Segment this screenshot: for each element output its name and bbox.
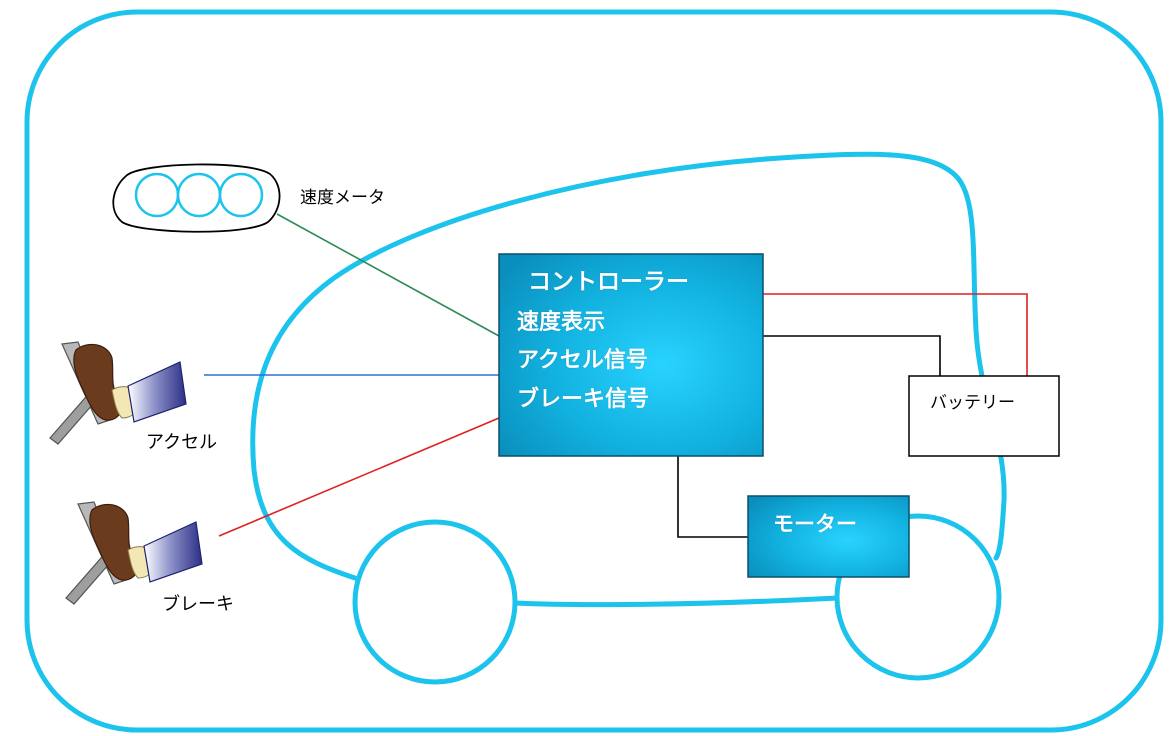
battery-power-wire <box>763 293 1028 376</box>
brake-label: ブレーキ <box>162 594 234 615</box>
outer-frame <box>24 9 1164 733</box>
battery-box <box>908 375 1060 457</box>
motor-wire <box>677 456 748 538</box>
speedometer-icon <box>112 163 281 233</box>
motor-box <box>747 495 910 578</box>
battery-control-wire <box>763 335 941 376</box>
motor-label: モーター <box>773 512 857 536</box>
controller-line-accel: アクセル信号 <box>517 348 648 373</box>
speedometer-label: 速度メータ <box>300 188 385 208</box>
brake-wire <box>218 417 500 537</box>
rear-wheel <box>352 519 518 685</box>
controller-title: コントローラー <box>528 269 689 295</box>
speedometer-wire <box>276 213 500 337</box>
controller-line-brake: ブレーキ信号 <box>517 387 650 412</box>
controller-line-speed: 速度表示 <box>517 310 606 335</box>
battery-label: バッテリー <box>930 393 1015 413</box>
brake-pedal-icon <box>65 501 203 605</box>
accel-label: アクセル <box>146 432 218 453</box>
controller-box <box>498 253 764 457</box>
